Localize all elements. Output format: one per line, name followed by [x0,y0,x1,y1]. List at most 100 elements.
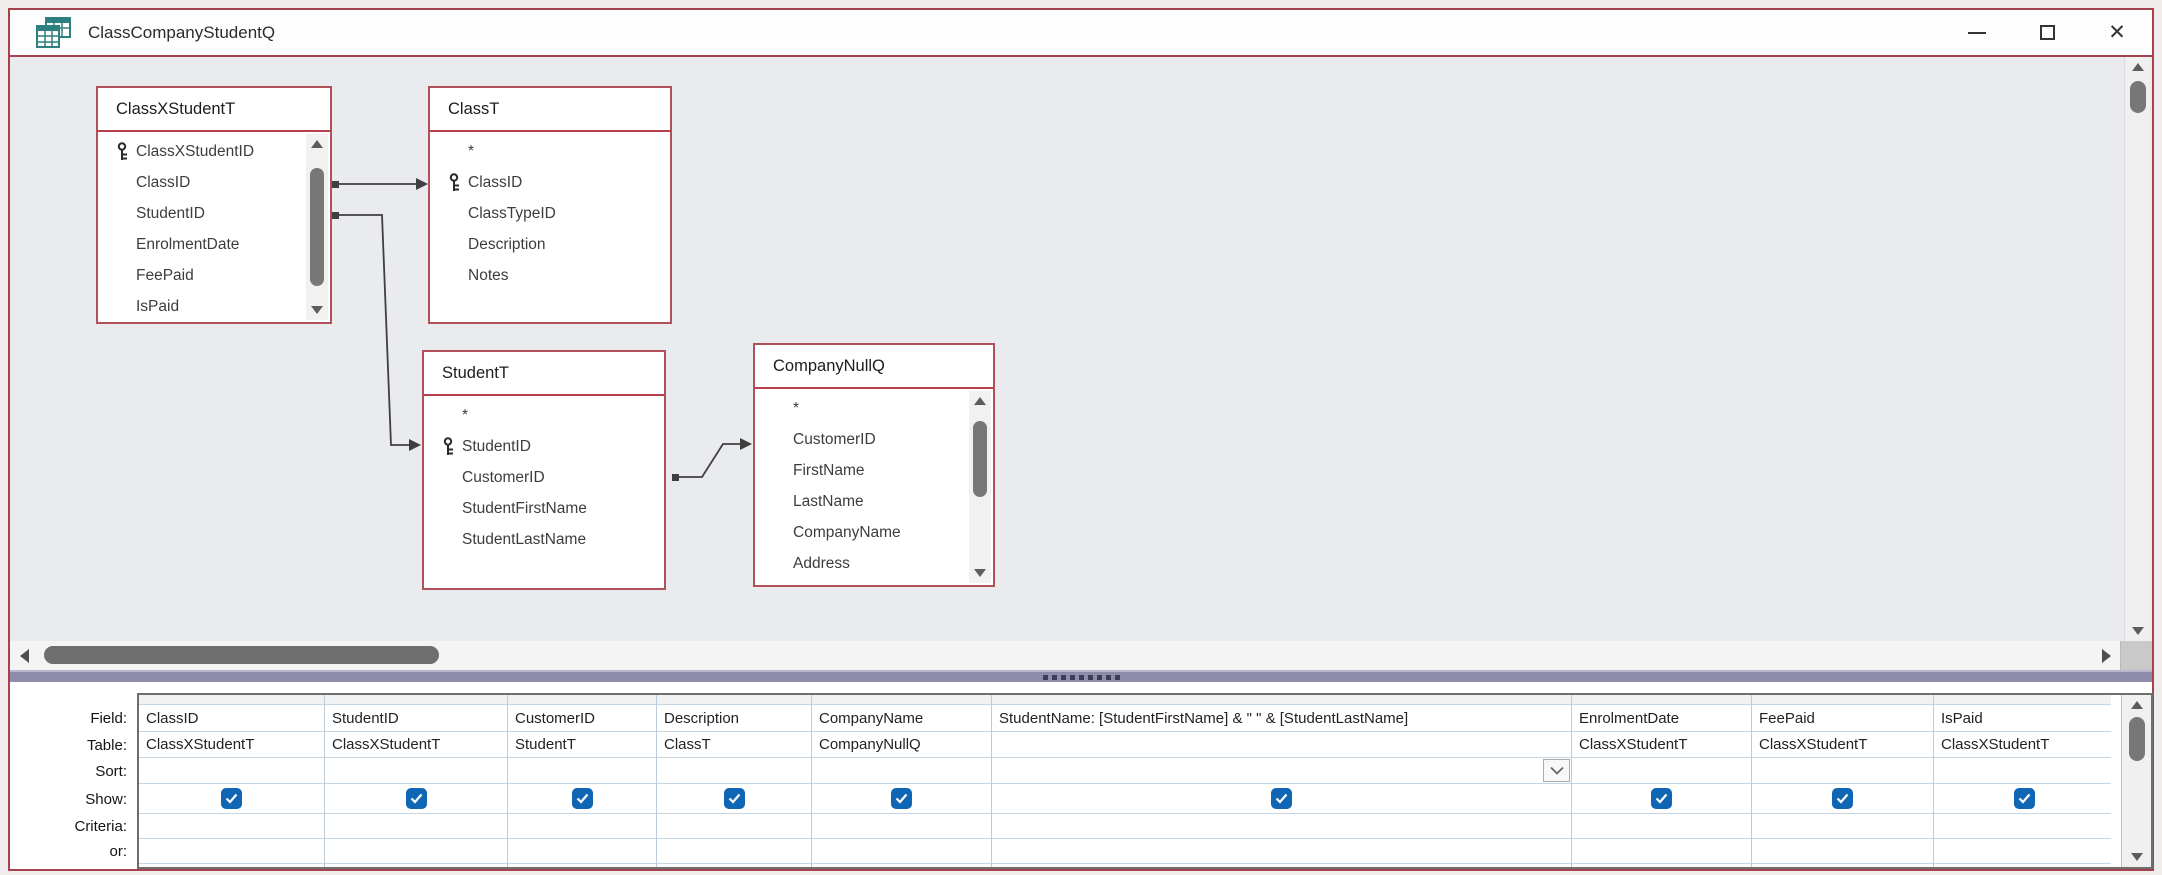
field-cell[interactable]: FeePaid [1752,705,1933,732]
field-row[interactable]: ClassXStudentID [98,136,304,167]
field-row[interactable]: Address [755,548,967,579]
scrollbar-thumb[interactable] [2129,81,2146,113]
table-cell[interactable]: ClassXStudentT [1752,732,1933,758]
criteria-cell[interactable] [657,814,811,839]
show-cell[interactable] [1572,784,1751,814]
column-header-strip[interactable] [657,695,811,705]
table-cell[interactable]: StudentT [508,732,656,758]
or-cell[interactable] [325,839,507,864]
show-cell[interactable] [325,784,507,814]
scroll-left-button[interactable] [10,646,38,666]
scroll-up-button[interactable] [969,391,991,411]
or-cell[interactable] [1572,839,1751,864]
table-cell[interactable]: CompanyNullQ [812,732,991,758]
criteria-cell[interactable] [325,814,507,839]
criteria-cell[interactable] [1752,814,1933,839]
sort-cell[interactable] [657,758,811,784]
grid-vertical-scrollbar[interactable] [2121,695,2151,867]
field-row[interactable]: CustomerID [424,462,664,493]
sort-cell[interactable] [139,758,324,784]
scroll-down-button[interactable] [2126,847,2148,867]
table-cell[interactable]: ClassXStudentT [139,732,324,758]
field-row[interactable]: CompanyName [755,517,967,548]
scroll-right-button[interactable] [2092,646,2120,666]
sort-cell[interactable] [992,758,1571,784]
field-row[interactable]: ClassTypeID [430,198,670,229]
table-cell[interactable]: ClassXStudentT [325,732,507,758]
show-cell[interactable] [139,784,324,814]
field-row[interactable]: Notes [430,260,670,291]
show-checkbox[interactable] [1832,788,1853,809]
field-row[interactable]: StudentID [98,198,304,229]
or-cell[interactable] [1752,839,1933,864]
field-cell[interactable]: StudentID [325,705,507,732]
show-checkbox[interactable] [221,788,242,809]
scrollbar-thumb[interactable] [2128,717,2145,761]
show-cell[interactable] [812,784,991,814]
field-row[interactable]: ClassID [98,167,304,198]
field-cell[interactable]: EnrolmentDate [1572,705,1751,732]
show-checkbox[interactable] [2013,788,2035,809]
or-cell[interactable] [139,839,324,864]
field-row[interactable]: StudentFirstName [424,493,664,524]
table-cell[interactable] [992,732,1571,758]
table-scrollbar[interactable] [306,134,328,320]
sort-cell[interactable] [508,758,656,784]
field-row[interactable]: * [430,136,670,167]
table-card-title[interactable]: ClassT [430,88,670,132]
table-cell[interactable]: ClassT [657,732,811,758]
scrollbar-thumb[interactable] [44,646,439,664]
or-cell[interactable] [992,839,1571,864]
field-row[interactable]: StudentID [424,431,664,462]
show-cell[interactable] [1934,784,2112,814]
minimize-button[interactable] [1942,10,2012,55]
scrollbar-thumb[interactable] [310,168,324,286]
scrollbar-track[interactable] [38,641,2092,670]
field-row[interactable]: ClassID [430,167,670,198]
show-checkbox[interactable] [571,788,593,809]
scroll-down-button[interactable] [306,300,328,320]
criteria-cell[interactable] [812,814,991,839]
column-header-strip[interactable] [1572,695,1751,705]
field-row[interactable]: FirstName [755,455,967,486]
field-row[interactable]: Description [430,229,670,260]
table-card-title[interactable]: StudentT [424,352,664,396]
table-cell[interactable]: ClassXStudentT [1934,732,2112,758]
sort-cell[interactable] [1572,758,1751,784]
field-cell[interactable]: CustomerID [508,705,656,732]
field-row[interactable]: * [755,393,967,424]
criteria-cell[interactable] [1934,814,2112,839]
field-cell[interactable]: IsPaid [1934,705,2112,732]
field-row[interactable]: FeePaid [98,260,304,291]
sort-cell[interactable] [1752,758,1933,784]
field-cell[interactable]: Description [657,705,811,732]
close-button[interactable]: ✕ [2082,10,2152,55]
diagram-horizontal-scrollbar[interactable] [10,641,2152,670]
show-cell[interactable] [1752,784,1933,814]
field-row[interactable]: IsPaid [98,291,304,322]
show-checkbox[interactable] [1651,788,1672,809]
scroll-down-button[interactable] [969,563,991,583]
show-cell[interactable] [508,784,656,814]
pane-splitter[interactable] [10,670,2152,682]
table-card-title[interactable]: CompanyNullQ [755,345,993,389]
sort-cell[interactable] [325,758,507,784]
show-checkbox[interactable] [723,788,745,809]
criteria-cell[interactable] [992,814,1571,839]
or-cell[interactable] [812,839,991,864]
criteria-cell[interactable] [139,814,324,839]
criteria-cell[interactable] [1572,814,1751,839]
or-cell[interactable] [657,839,811,864]
criteria-cell[interactable] [508,814,656,839]
field-row[interactable]: EnrolmentDate [98,229,304,260]
diagram-vertical-scrollbar[interactable] [2124,57,2150,641]
field-row[interactable]: LastName [755,486,967,517]
show-cell[interactable] [992,784,1571,814]
scroll-up-button[interactable] [2127,57,2149,77]
table-cell[interactable]: ClassXStudentT [1572,732,1751,758]
show-checkbox[interactable] [1271,788,1292,809]
